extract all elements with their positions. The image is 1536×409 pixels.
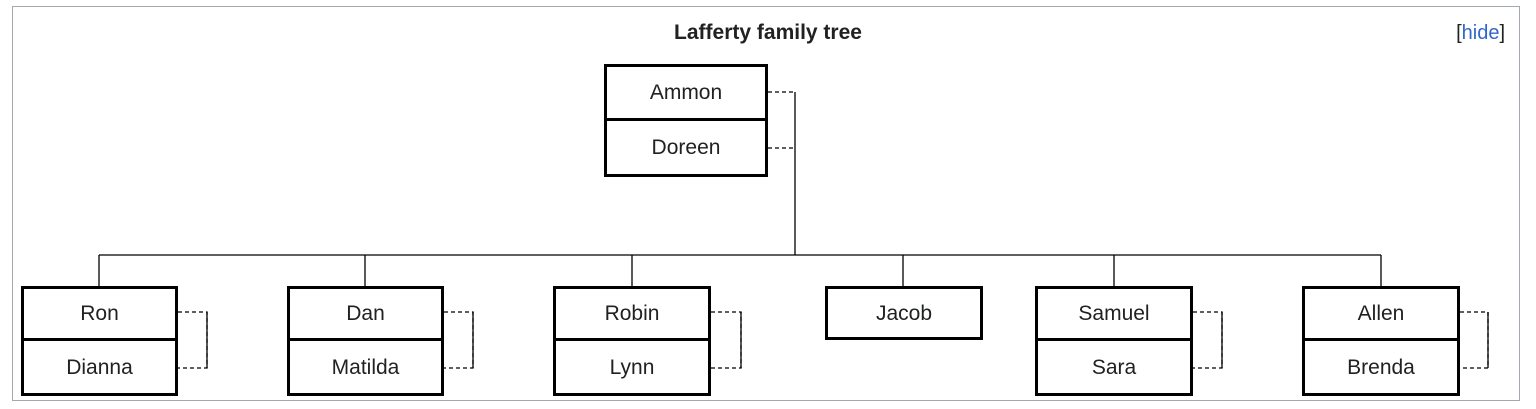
person-dan: Dan	[287, 286, 444, 341]
person-name: Robin	[604, 302, 660, 325]
marriage-connector-robin	[711, 311, 742, 369]
person-brenda: Brenda	[1302, 338, 1460, 396]
person-name: Jacob	[875, 301, 933, 325]
person-name: Allen	[1357, 302, 1405, 325]
person-ammon: Ammon	[604, 64, 768, 121]
person-name: Dan	[346, 302, 385, 325]
person-name: Dianna	[66, 355, 133, 379]
person-ron: Ron	[21, 286, 178, 341]
person-doreen: Doreen	[604, 118, 768, 177]
family-tree-frame	[12, 6, 1520, 401]
open-bracket: [	[1456, 22, 1462, 44]
person-name: Ron	[80, 302, 119, 325]
close-bracket: ]	[1499, 22, 1505, 44]
person-name: Sara	[1091, 355, 1137, 379]
marriage-connector-allen	[1460, 311, 1489, 369]
person-name: Brenda	[1347, 355, 1415, 379]
marriage-connector-ron	[178, 311, 208, 369]
marriage-connector-dan	[444, 311, 474, 369]
hide-link[interactable]: hide	[1461, 22, 1500, 44]
person-name: Ammon	[649, 81, 723, 104]
person-samuel: Samuel	[1035, 286, 1193, 341]
person-lynn: Lynn	[553, 338, 711, 396]
person-dianna: Dianna	[21, 338, 178, 396]
root-marriage-connector	[768, 91, 795, 149]
hide-toggle: [hide]	[1456, 20, 1505, 46]
person-name: Lynn	[609, 355, 655, 379]
person-sara: Sara	[1035, 338, 1193, 396]
person-name: Samuel	[1078, 302, 1150, 325]
person-jacob: Jacob	[825, 286, 983, 340]
person-robin: Robin	[553, 286, 711, 341]
person-matilda: Matilda	[287, 338, 444, 396]
diagram-title: Lafferty family tree	[674, 21, 862, 44]
person-name: Matilda	[331, 355, 400, 379]
person-name: Doreen	[651, 136, 721, 159]
marriage-connector-samuel	[1193, 311, 1223, 369]
person-allen: Allen	[1302, 286, 1460, 341]
